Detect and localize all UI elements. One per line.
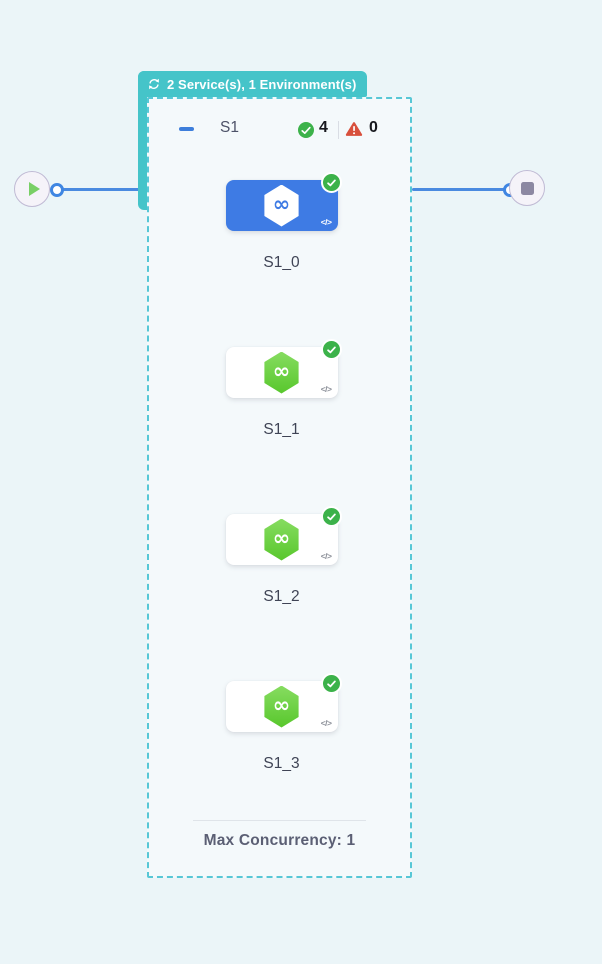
success-check-icon [298,122,314,138]
code-icon[interactable]: </> [320,384,332,394]
pipeline-start-node[interactable] [14,171,50,207]
stage-group-badge[interactable]: 2 Service(s), 1 Environment(s) [138,71,368,97]
code-icon[interactable]: </> [320,551,332,561]
step-node: ∞ </> S1_0 [225,172,342,272]
stage-group-accent-strip [138,71,147,210]
edge-connector-dot [50,183,64,197]
infinity-glyph: ∞ [272,526,291,550]
stage-footer-divider [193,820,366,821]
infinity-glyph: ∞ [272,359,291,383]
count-divider [338,121,339,139]
error-count: 0 [369,119,378,136]
edge-stage-to-end [412,188,513,191]
stage-container: S1 4 0 ∞ [147,97,412,878]
stage-group-badge-label: 2 Service(s), 1 Environment(s) [167,76,357,92]
pipeline-end-node[interactable] [509,170,545,206]
success-count: 4 [319,119,328,136]
success-badge-icon [320,339,342,360]
step-card[interactable]: ∞ </> [225,172,342,231]
success-badge-icon [320,172,342,193]
cycle-icon [147,77,161,91]
infinity-hexagon-icon: ∞ [264,685,299,728]
infinity-hexagon-icon: ∞ [264,184,299,227]
success-badge-icon [320,673,342,694]
code-icon[interactable]: </> [320,217,332,227]
step-card[interactable]: ∞ </> [225,673,342,732]
stage-name: S1 [220,119,239,136]
step-label: S1_2 [263,588,300,605]
infinity-hexagon-icon: ∞ [264,351,299,394]
edge-start-to-stage [55,188,147,191]
step-node: ∞ </> S1_2 [225,506,342,606]
step-label: S1_0 [263,254,300,271]
step-label: S1_3 [263,755,300,772]
step-label: S1_1 [263,421,300,438]
play-icon [28,182,40,196]
warning-triangle-icon [345,121,363,142]
stop-icon [520,181,534,195]
code-icon[interactable]: </> [320,718,332,728]
stage-header: S1 4 0 [149,99,410,147]
step-node: ∞ </> S1_1 [225,339,342,439]
infinity-glyph: ∞ [272,192,291,216]
success-badge-icon [320,506,342,527]
step-card[interactable]: ∞ </> [225,506,342,565]
step-card[interactable]: ∞ </> [225,339,342,398]
collapse-minus-icon[interactable] [179,127,194,131]
infinity-hexagon-icon: ∞ [264,518,299,561]
step-node: ∞ </> S1_3 [225,673,342,773]
infinity-glyph: ∞ [272,693,291,717]
max-concurrency-label: Max Concurrency: 1 [203,832,356,849]
